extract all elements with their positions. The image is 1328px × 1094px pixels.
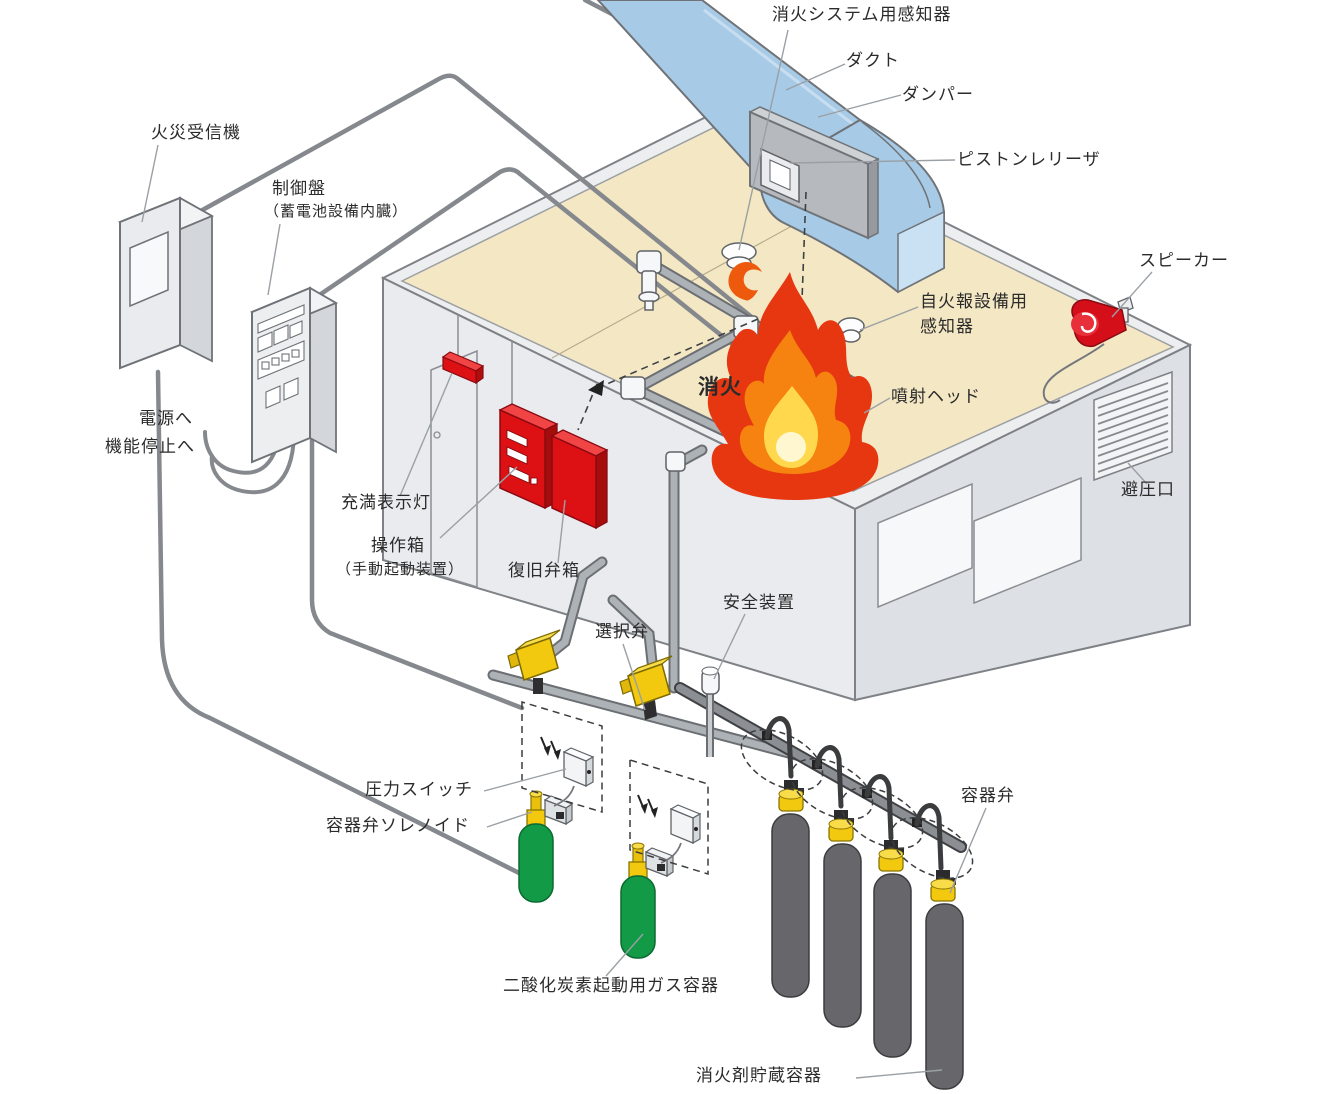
- container-valve-loop: [740, 729, 824, 791]
- recovery-valve-box: [550, 429, 609, 530]
- label-agent-storage-container: 消火剤貯蔵容器: [696, 1066, 822, 1086]
- label-fire: 消火: [698, 375, 742, 399]
- control-panel-unit: [249, 286, 339, 464]
- wire-receiver-to-cylinders: [155, 369, 548, 889]
- pressure-switch-1: [553, 747, 595, 807]
- label-co2-starter-container: 二酸化炭素起動用ガス容器: [503, 976, 719, 996]
- label-container-valve: 容器弁: [961, 786, 1015, 806]
- pressure-relief-vent: [1093, 370, 1173, 482]
- wire-to-function-stop: [209, 434, 296, 495]
- label-safety-device: 安全装置: [723, 593, 795, 613]
- nozzle-head-icon: [644, 300, 654, 311]
- panel-lead-wires: [203, 428, 296, 495]
- damper-plate: [749, 110, 869, 240]
- label-control-panel: 制御盤: [272, 179, 326, 199]
- pipe-elbow-fitting: [620, 376, 646, 400]
- wall-panel: [877, 482, 973, 609]
- label-operation-box: 操作箱: [371, 536, 425, 556]
- label-injection-head: 噴射ヘッド: [891, 387, 981, 407]
- speaker-assembly: [1042, 296, 1134, 404]
- fire-flame: [707, 261, 879, 500]
- storage-cylinder: [823, 810, 862, 1028]
- riser-elbow-fitting: [665, 451, 686, 472]
- selector-valve-1: [507, 629, 561, 694]
- dashed-circuit-1: [521, 700, 603, 814]
- label-to-function-stop: 機能停止へ: [105, 437, 195, 457]
- starter-cylinder-1: [518, 790, 574, 903]
- storage-cylinder: [873, 840, 912, 1058]
- receiver-window: [129, 230, 169, 308]
- label-to-power: 電源へ: [139, 409, 193, 429]
- wire-to-power: [203, 428, 282, 475]
- label-control-panel-sub: （蓄電池設備内臓）: [264, 202, 409, 220]
- wire-panel-to-ceiling: [315, 167, 745, 355]
- flow-arrows: [540, 736, 654, 812]
- label-piston-releaser: ピストンレリーザ: [957, 150, 1101, 170]
- pipe-elbow-fitting: [636, 250, 662, 274]
- label-selector-valve: 選択弁: [595, 622, 649, 642]
- label-damper: ダンパー: [902, 85, 974, 105]
- agent-storage-cylinders: [740, 729, 974, 1090]
- label-pressure-switch: 圧力スイッチ: [365, 780, 473, 800]
- label-sensor-system: 消火システム用感知器: [772, 5, 952, 25]
- door-knob-icon: [433, 431, 441, 439]
- starter-gas-systems: [518, 700, 709, 959]
- storage-cylinder: [925, 870, 964, 1090]
- wall-equipment: [441, 315, 609, 530]
- label-duct: ダクト: [846, 51, 900, 71]
- wiring: [155, 0, 791, 889]
- label-pressure-relief-port: 避圧口: [1121, 480, 1175, 500]
- flow-arrow-icon: [588, 380, 604, 396]
- pressure-switch-2: [660, 804, 702, 864]
- piston-releaser-window: [769, 159, 791, 191]
- label-receiver: 火災受信機: [151, 123, 241, 143]
- storage-cylinder: [771, 780, 810, 998]
- selector-valve-2: [619, 655, 673, 720]
- label-alarm-detector-2: 感知器: [920, 317, 974, 337]
- label-speaker: スピーカー: [1139, 251, 1229, 271]
- dashed-circuit-2: [629, 758, 709, 876]
- flame-wisp: [728, 261, 762, 301]
- label-alarm-detector-1: 自火報設備用: [920, 292, 1028, 312]
- starter-cylinder-2: [620, 842, 675, 959]
- label-full-indicator: 充満表示灯: [341, 493, 431, 513]
- leader-lines: [141, 29, 1153, 1079]
- wire-receiver-to-ceiling: [167, 73, 778, 339]
- label-operation-box-sub: （手動起動装置）: [336, 560, 465, 578]
- fire-receiver-unit: [117, 196, 215, 370]
- manifold-system: [487, 629, 967, 871]
- wall-panel: [973, 476, 1082, 605]
- label-container-valve-solenoid: 容器弁ソレノイド: [326, 816, 470, 836]
- label-recovery-valve-box: 復旧弁箱: [508, 561, 580, 581]
- wire-panel-to-manifold: [309, 432, 525, 711]
- full-indicator-lamp: [441, 351, 485, 385]
- operation-box: [498, 403, 559, 510]
- duct-opening: [897, 210, 945, 294]
